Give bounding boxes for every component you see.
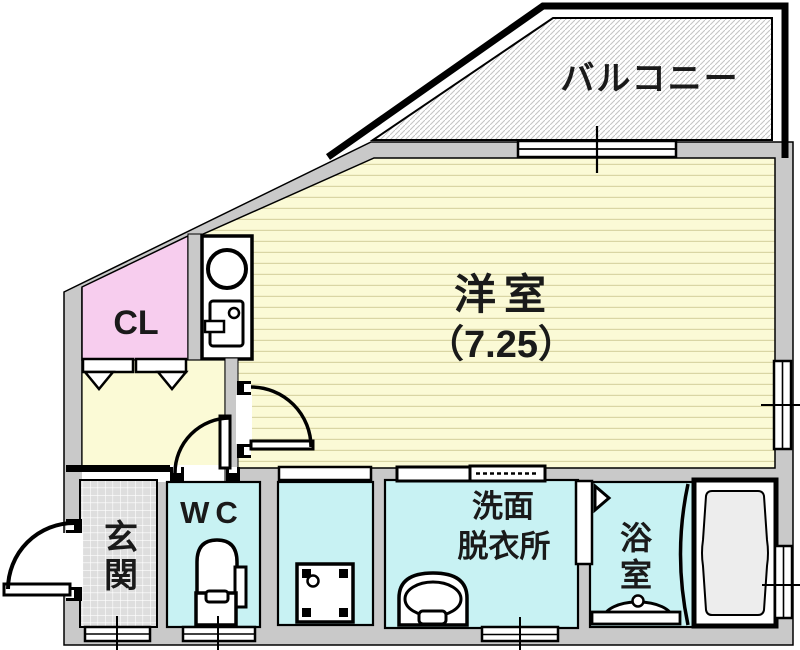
western-room-label: 洋室 — [454, 271, 554, 318]
entrance-floor — [79, 479, 158, 628]
washroom-label-line1: 洗面 — [472, 489, 534, 524]
toilet-door — [170, 414, 240, 481]
door-hinge-notch — [244, 447, 251, 455]
door-hinge-notch — [229, 467, 237, 473]
washroom-counter — [395, 465, 472, 483]
bathtub-inner — [701, 490, 769, 616]
balcony-window — [516, 126, 678, 173]
east-window-lower — [762, 544, 800, 620]
drain-icon — [306, 574, 320, 588]
entrance-door-opening — [63, 533, 83, 587]
bathtub-edge-curve — [678, 483, 690, 626]
bathroom-door-panel — [574, 479, 594, 566]
closet-label: CL — [113, 304, 158, 342]
pan-corner — [302, 569, 311, 578]
western-room-size-label: （7.25） — [426, 324, 576, 366]
kitchenette — [200, 234, 254, 361]
entrance-step-edge — [66, 465, 170, 472]
washroom-label-line2: 脱衣所 — [458, 529, 551, 564]
washbasin-fixture — [397, 571, 469, 627]
closet-door-swing-icon — [82, 370, 116, 391]
closet-door-panel — [134, 357, 188, 374]
kitchen-sink-ledge — [203, 319, 226, 334]
bathroom-door — [574, 479, 612, 566]
entrance-label-char1: 玄 — [104, 519, 138, 557]
kitchen-faucet-icon — [227, 306, 241, 320]
closet-folding-door — [81, 357, 189, 391]
south-window-entrance — [83, 616, 152, 650]
south-window-washroom — [480, 617, 560, 650]
bath-counter — [590, 594, 682, 626]
door-swing-arc — [250, 385, 313, 448]
bathroom-label-char1: 浴 — [620, 520, 653, 556]
door-leaf — [249, 439, 315, 451]
closet-door-panel — [81, 357, 135, 374]
balcony-label: バルコニー — [560, 60, 739, 98]
east-window-upper — [761, 359, 800, 451]
pan-corner — [339, 569, 348, 578]
door-hinge-notch — [66, 522, 74, 530]
door-swing-arc — [6, 521, 75, 590]
door-hinge-notch — [244, 384, 251, 392]
entrance-door — [2, 519, 83, 601]
pan-corner — [302, 608, 311, 617]
toilet-bowl-icon — [195, 538, 239, 597]
door-hinge-notch — [173, 467, 181, 473]
closet-door-swing-icon — [155, 370, 189, 391]
balcony-railing — [325, 2, 789, 160]
entrance-label-char2: 関 — [104, 557, 138, 595]
toilet-fixture — [194, 538, 248, 627]
toilet-lid-icon — [204, 589, 230, 604]
bathroom-door-swing-icon — [593, 482, 612, 514]
bath-counter-bar — [590, 610, 682, 626]
door-swing-arc — [173, 416, 231, 474]
south-window-toilet — [181, 616, 257, 650]
bathroom-label-char2: 室 — [620, 557, 652, 593]
bathtub — [691, 477, 779, 629]
laundry-shelf — [277, 465, 373, 482]
bath-faucet-icon — [631, 594, 645, 608]
stove-burner-icon — [206, 248, 248, 290]
washbasin-front-icon — [417, 609, 448, 626]
toilet-label: WC — [180, 495, 244, 530]
door-leaf — [218, 414, 232, 470]
western-door-opening — [236, 395, 252, 444]
pan-corner — [339, 608, 348, 617]
western-room-door — [236, 381, 315, 458]
toilet-handle-icon — [233, 565, 248, 609]
door-leaf — [2, 582, 72, 597]
washing-machine-pan — [295, 562, 355, 624]
